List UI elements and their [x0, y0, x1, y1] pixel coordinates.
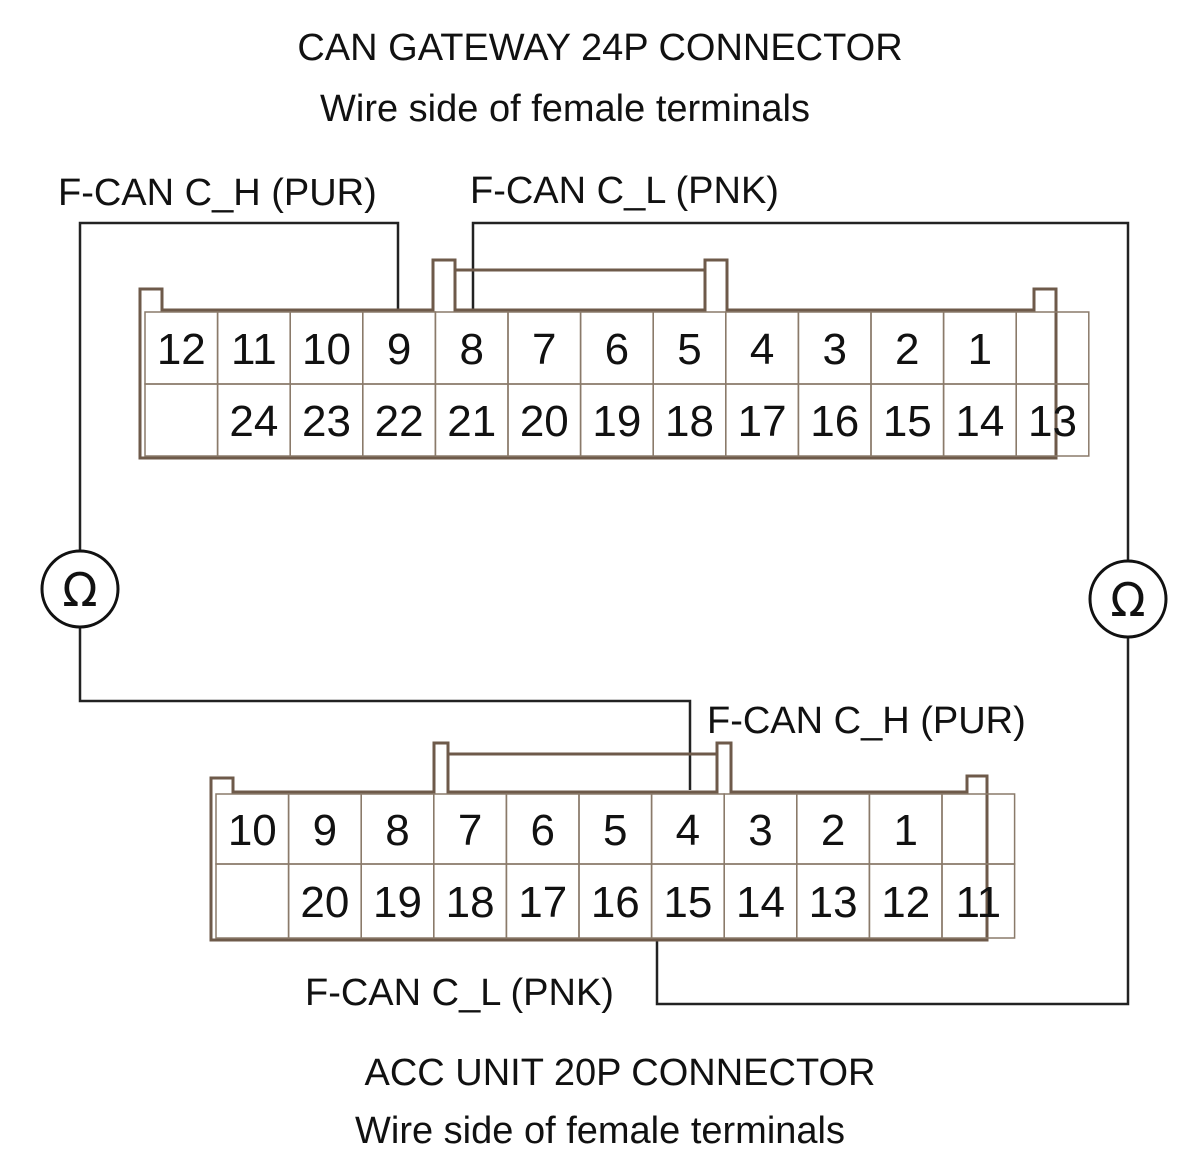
pin-number: 1 — [893, 806, 917, 855]
pin-number: 9 — [313, 806, 337, 855]
pin-number: 4 — [676, 806, 700, 855]
ohm-icon: Ω — [1110, 573, 1145, 627]
pin-number: 17 — [738, 397, 787, 446]
pin-number: 10 — [228, 806, 277, 855]
pin-number: 10 — [302, 325, 351, 374]
wire-ch-top-to-left-meter — [78, 221, 400, 551]
pin-number: 18 — [665, 397, 714, 446]
pin-number: 17 — [518, 878, 567, 927]
pin-number: 18 — [446, 878, 495, 927]
pin-number: 20 — [300, 878, 349, 927]
pin-number: 14 — [955, 397, 1004, 446]
bottom-connector-housing — [209, 741, 989, 942]
pin-number: 13 — [1028, 397, 1077, 446]
pin-number: 12 — [157, 325, 206, 374]
pin-number: 19 — [373, 878, 422, 927]
bottom-connector-subtitle: Wire side of female terminals — [355, 1110, 845, 1152]
pin-number: 16 — [810, 397, 859, 446]
pin-number: 8 — [459, 325, 483, 374]
pin-number: 15 — [663, 878, 712, 927]
bottom-cl-label: F-CAN C_L (PNK) — [305, 972, 614, 1014]
pin-number: 2 — [821, 806, 845, 855]
pin-number: 21 — [447, 397, 496, 446]
pin-number: 15 — [883, 397, 932, 446]
pin-number: 4 — [750, 325, 774, 374]
pin-cell — [941, 863, 1016, 939]
pin-number: 23 — [302, 397, 351, 446]
pin-number: 3 — [822, 325, 846, 374]
wire-cl-top-to-right-meter — [471, 221, 1130, 561]
pin-number: 7 — [458, 806, 482, 855]
pin-number: 13 — [809, 878, 858, 927]
pin-number: 11 — [231, 325, 277, 374]
top-connector-title: CAN GATEWAY 24P CONNECTOR — [297, 27, 902, 69]
pin-number: 11 — [955, 878, 1001, 927]
bottom-ch-label: F-CAN C_H (PUR) — [707, 700, 1026, 742]
top-connector-subtitle: Wire side of female terminals — [320, 88, 810, 130]
pin-number: 3 — [748, 806, 772, 855]
pin-number: 8 — [385, 806, 409, 855]
pin-number: 9 — [387, 325, 411, 374]
right-ohmmeter: Ω — [1088, 559, 1168, 639]
pin-number: 14 — [736, 878, 785, 927]
pin-number: 22 — [375, 397, 424, 446]
pin-number: 2 — [895, 325, 919, 374]
pin-number: 6 — [605, 325, 629, 374]
pin-number: 20 — [520, 397, 569, 446]
left-ohmmeter: Ω — [40, 549, 120, 629]
pin-number: 5 — [677, 325, 701, 374]
wire-cl-right-meter-to-bottom — [655, 637, 1130, 1006]
pin-number: 5 — [603, 806, 627, 855]
pin-number: 12 — [881, 878, 930, 927]
wire-ch-left-meter-to-bottom — [78, 627, 692, 790]
pin-cell — [1015, 383, 1090, 457]
pin-number: 19 — [592, 397, 641, 446]
bottom-connector-title: ACC UNIT 20P CONNECTOR — [365, 1052, 876, 1094]
top-ch-label: F-CAN C_H (PUR) — [58, 172, 377, 214]
top-connector-housing — [138, 258, 1058, 460]
pin-number: 6 — [530, 806, 554, 855]
ohm-icon: Ω — [62, 563, 97, 617]
pin-number: 24 — [229, 397, 278, 446]
top-cl-label: F-CAN C_L (PNK) — [470, 170, 779, 212]
pin-number: 7 — [532, 325, 556, 374]
pin-number: 1 — [968, 325, 992, 374]
pin-number: 16 — [591, 878, 640, 927]
